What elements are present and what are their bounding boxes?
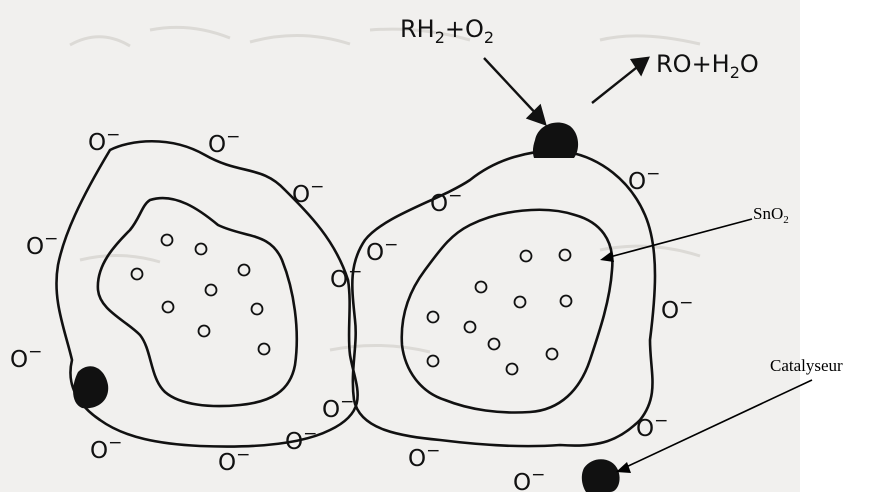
oxygen-ion-17: O− [513,465,545,492]
left-grain-inner [96,196,299,408]
right-grain-outer [351,149,657,448]
products-label: RO+H2O [656,50,759,82]
product-arrow [591,63,642,104]
oxygen-ion-4: O− [26,229,58,260]
oxygen-ion-1: O− [88,125,120,156]
adsorbed-oxygen-ions: O− O− O− O− O− O− O− O− O− O− O− O− O− O… [10,125,693,492]
reaction-arrows [483,56,650,126]
oxygen-ion-7: O− [366,235,398,266]
oxygen-ion-13: O− [90,433,122,464]
sno2-pointer-line [605,218,753,259]
oxygen-ion-2: O− [208,127,240,158]
catalyst-pointer-line [623,379,813,469]
sno2-pointer-head [600,251,614,262]
donor-sites [130,233,573,376]
oxygen-ion-12: O− [285,424,317,455]
catalyst-particle-bottom [581,459,620,492]
sno2-label: SnO2 [753,204,789,226]
reactant-arrow-head [525,103,547,126]
product-arrow-head [629,56,650,77]
oxygen-ion-6: O− [628,164,660,195]
oxygen-ion-8: O− [330,262,362,293]
oxygen-ion-15: O− [408,441,440,472]
reactants-label: RH2+O2 [400,15,494,47]
catalyst-particles [73,122,620,492]
catalyst-particle-left [73,366,109,409]
paper-background [0,0,800,492]
reactant-arrow [483,57,541,119]
oxygen-ion-11: O− [322,392,354,423]
catalyst-pointer-head [616,462,631,473]
catalyst-particle-top [532,122,579,158]
oxygen-ion-3: O− [292,177,324,208]
oxygen-ion-16: O− [636,411,668,442]
oxygen-ion-9: O− [661,293,693,324]
oxygen-ion-5: O− [430,186,462,217]
left-grain-outer [55,140,359,448]
right-grain-inner [400,208,614,414]
catalyst-label: Catalyseur [770,356,843,375]
oxygen-ion-14: O− [218,445,250,476]
oxygen-ion-10: O− [10,342,42,373]
